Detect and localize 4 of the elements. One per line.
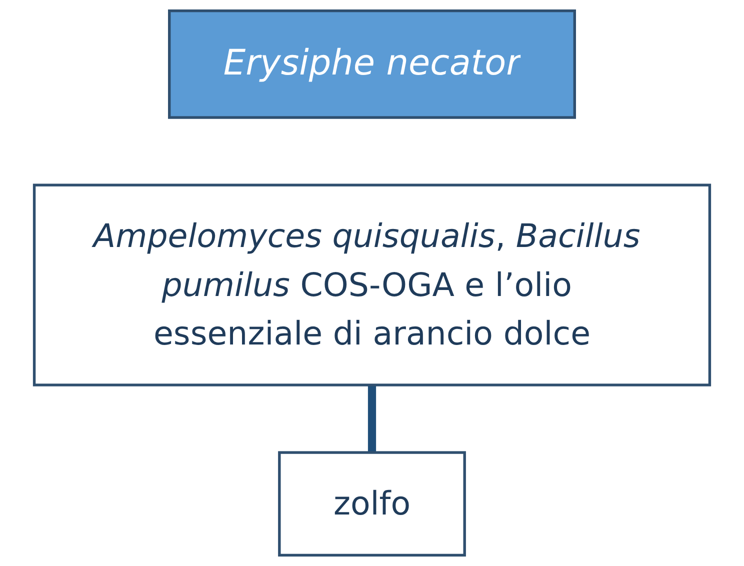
connector <box>368 385 376 453</box>
node-box: Ampelomyces quisqualis, Bacillus pumilus COS-OGA e l’olio essenziale di arancio dolce <box>32 184 712 386</box>
node-box: Erysiphe necator <box>168 9 576 119</box>
node-box: zolfo <box>278 451 466 557</box>
